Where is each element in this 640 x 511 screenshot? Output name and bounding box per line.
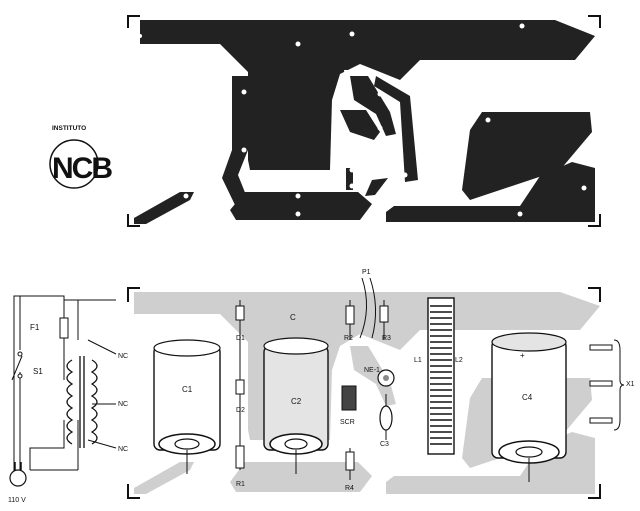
- label-p1: P1: [362, 269, 371, 276]
- copper-right-block: [462, 112, 592, 200]
- pcb-component-side: F1 S1 110 V NC NC NC D1: [8, 269, 635, 504]
- label-c4-plus: +: [520, 351, 525, 360]
- label-ne1: NE-1: [364, 367, 380, 374]
- middle-components: [345, 277, 389, 480]
- logo-main-text: NCB: [52, 152, 112, 185]
- label-scr: SCR: [340, 419, 355, 426]
- switch-s1: [11, 351, 23, 381]
- capacitor-c1: [153, 339, 221, 474]
- copper-bottom-left: [230, 192, 372, 220]
- label-nc-1: NC: [118, 353, 128, 360]
- label-r2: R2: [344, 335, 353, 342]
- label-l2: L2: [455, 357, 463, 364]
- label-c1: C1: [182, 385, 193, 394]
- output-terminals-x1: [589, 339, 625, 431]
- component-column-1: [235, 300, 245, 470]
- label-x1: X1: [626, 381, 635, 388]
- capacitor-c4: [491, 332, 567, 482]
- label-plug-voltage: 110 V: [8, 497, 26, 504]
- label-nc-2: NC: [118, 401, 128, 408]
- label-s1: S1: [33, 367, 43, 376]
- transformer: [66, 356, 98, 448]
- label-l1: L1: [414, 357, 422, 364]
- label-d1: D1: [236, 335, 245, 342]
- label-c3: C3: [380, 441, 389, 448]
- plug-icon: [9, 462, 27, 487]
- capacitor-c3: [379, 405, 393, 431]
- label-c-top: C: [290, 313, 296, 322]
- copper-main-area: [140, 20, 595, 170]
- label-d2: D2: [236, 407, 245, 414]
- label-f1: F1: [30, 323, 40, 332]
- label-nc-3: NC: [118, 446, 128, 453]
- label-c2: C2: [291, 397, 302, 406]
- label-r4: R4: [345, 485, 354, 492]
- capacitor-c2: [263, 337, 329, 474]
- pcb-copper-layout: [127, 15, 601, 227]
- fuse-f1: [59, 317, 69, 339]
- scr-component: [341, 385, 357, 411]
- label-c4: C4: [522, 393, 533, 402]
- logo-top-text: INSTITUTO: [52, 125, 86, 132]
- mains-wiring: [13, 295, 117, 478]
- inductor-l1-l2: [427, 297, 455, 455]
- label-r3: R3: [382, 335, 391, 342]
- ncb-logo: INSTITUTO NCB: [49, 125, 114, 189]
- label-r1: R1: [236, 481, 245, 488]
